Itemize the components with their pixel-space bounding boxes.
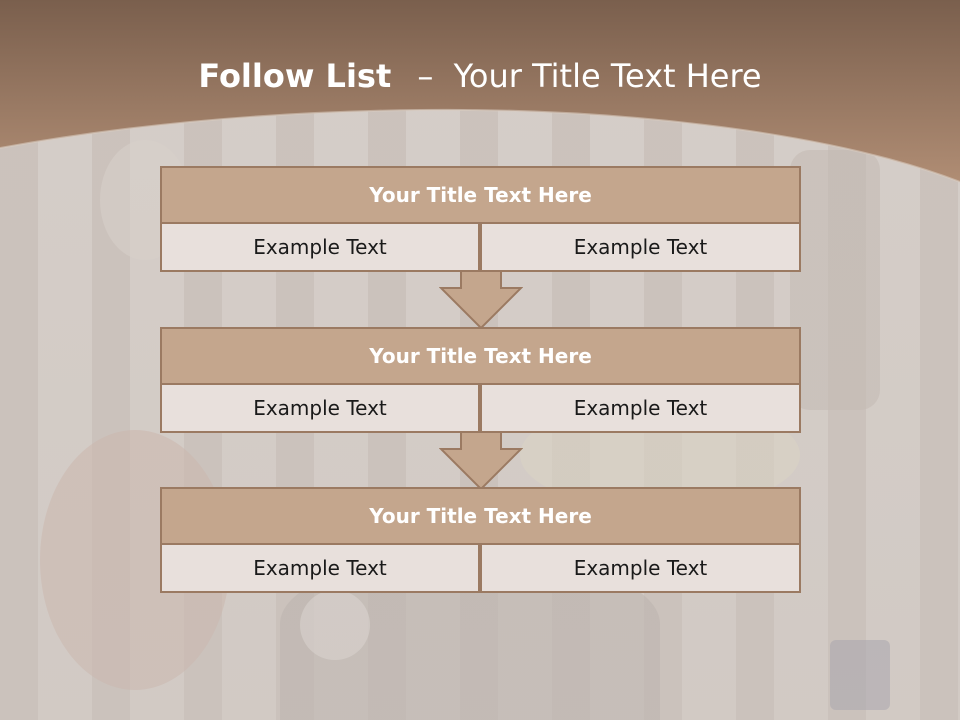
block-left-cell: Example Text [160, 222, 480, 272]
block-heading: Your Title Text Here [160, 327, 801, 385]
down-arrow-icon [439, 431, 523, 491]
block-left-cell: Example Text [160, 543, 480, 593]
block-right-cell: Example Text [480, 543, 801, 593]
list-block-1: Your Title Text Here Example Text Exampl… [160, 166, 801, 272]
title-separator: – [417, 57, 434, 95]
list-block-3: Your Title Text Here Example Text Exampl… [160, 487, 801, 593]
block-right-cell: Example Text [480, 222, 801, 272]
title-text: Your Title Text Here [453, 57, 762, 95]
block-right-cell: Example Text [480, 383, 801, 433]
slide-title: Follow List – Your Title Text Here [0, 52, 960, 100]
block-left-cell: Example Text [160, 383, 480, 433]
block-heading: Your Title Text Here [160, 166, 801, 224]
header-band [0, 0, 960, 183]
block-heading: Your Title Text Here [160, 487, 801, 545]
list-block-2: Your Title Text Here Example Text Exampl… [160, 327, 801, 433]
down-arrow-icon [439, 270, 523, 330]
title-bold: Follow List [198, 57, 392, 95]
